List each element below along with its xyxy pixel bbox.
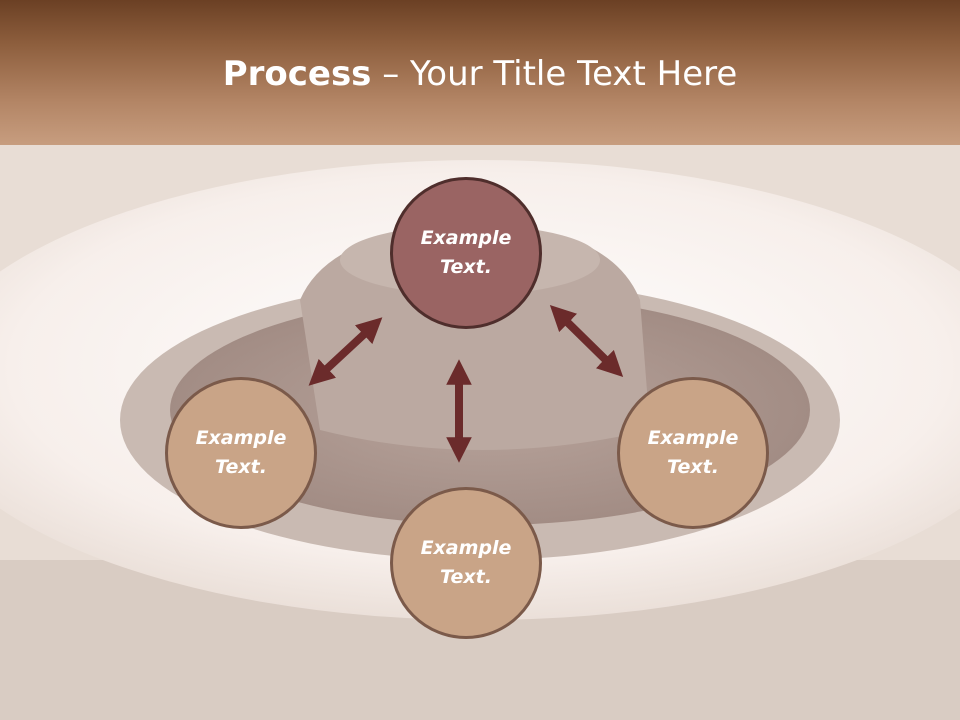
node-right-line2: Text. (667, 456, 719, 478)
node-left: Example Text. (165, 377, 317, 529)
node-top-line1: Example (420, 227, 512, 249)
title-rest: – Your Title Text Here (371, 54, 738, 94)
node-right: Example Text. (617, 377, 769, 529)
title-bold: Process (222, 54, 372, 94)
node-bottom: Example Text. (390, 487, 542, 639)
node-bottom-line1: Example (420, 537, 512, 559)
node-top: Example Text. (390, 177, 542, 329)
node-right-line1: Example (647, 427, 739, 449)
node-top-line2: Text. (440, 256, 492, 278)
node-left-line1: Example (195, 427, 287, 449)
page-title: Process – Your Title Text Here (0, 52, 960, 96)
node-bottom-line2: Text. (440, 566, 492, 588)
header-band (0, 0, 960, 145)
node-left-line2: Text. (215, 456, 267, 478)
